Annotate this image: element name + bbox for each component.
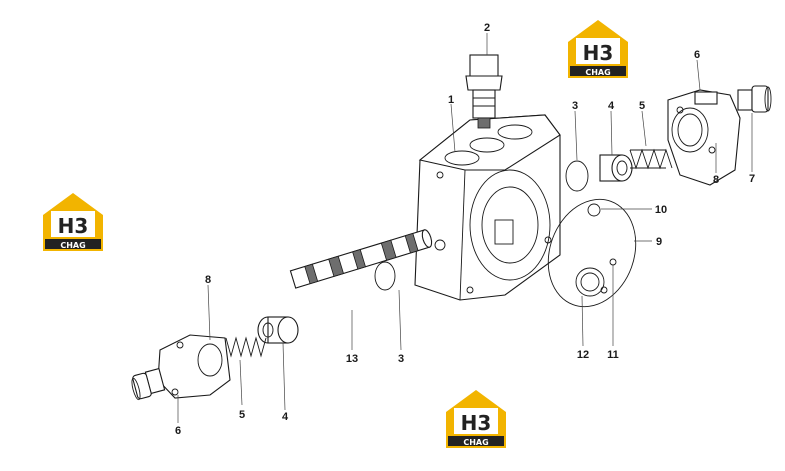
callout-7: 7 [749, 173, 755, 185]
leader-lines [177, 33, 753, 423]
o-ring-top [565, 160, 589, 192]
svg-text:H3: H3 [58, 214, 89, 238]
callout-5-bottom: 5 [239, 409, 245, 421]
brand-logo-bottom: H3 CHAG [446, 390, 506, 448]
callout-6-bottom: 6 [175, 425, 181, 437]
gasket-plate [547, 198, 637, 308]
brand-logo-left: H3 CHAG [43, 193, 103, 251]
svg-text:H3: H3 [583, 41, 614, 65]
callout-5-top: 5 [639, 100, 645, 112]
o-ring-bottom [374, 261, 396, 291]
callout-3-bottom: 3 [398, 353, 404, 365]
callout-2: 2 [484, 22, 490, 34]
spring-top [629, 148, 673, 170]
callout-8-bottom: 8 [205, 274, 211, 286]
o-ring-small [587, 203, 601, 217]
relief-cartridge [465, 54, 503, 129]
spring-seat-bottom [257, 316, 299, 344]
brand-logo-top: H3 CHAG [568, 20, 628, 78]
callout-4-bottom: 4 [282, 411, 289, 423]
callout-6-top: 6 [694, 49, 700, 61]
callout-13: 13 [346, 353, 358, 365]
end-cover-top [667, 89, 741, 186]
callout-4-top: 4 [608, 100, 615, 112]
svg-text:CHAG: CHAG [60, 241, 85, 250]
spring-seat-top [599, 154, 633, 182]
plug-bottom [131, 367, 166, 401]
spring-bottom [225, 336, 267, 358]
svg-text:H3: H3 [461, 411, 492, 435]
callout-9: 9 [656, 236, 662, 248]
plug-top [737, 85, 772, 113]
spool [289, 229, 433, 289]
callout-11: 11 [607, 349, 619, 361]
svg-text:CHAG: CHAG [463, 438, 488, 447]
callout-3-top: 3 [572, 100, 578, 112]
valve-body [414, 114, 561, 301]
end-cover-bottom [157, 334, 231, 399]
callout-8-top: 8 [713, 174, 719, 186]
callout-12: 12 [577, 349, 589, 361]
svg-text:CHAG: CHAG [585, 68, 610, 77]
callout-10: 10 [655, 204, 667, 216]
callout-1: 1 [448, 94, 454, 106]
